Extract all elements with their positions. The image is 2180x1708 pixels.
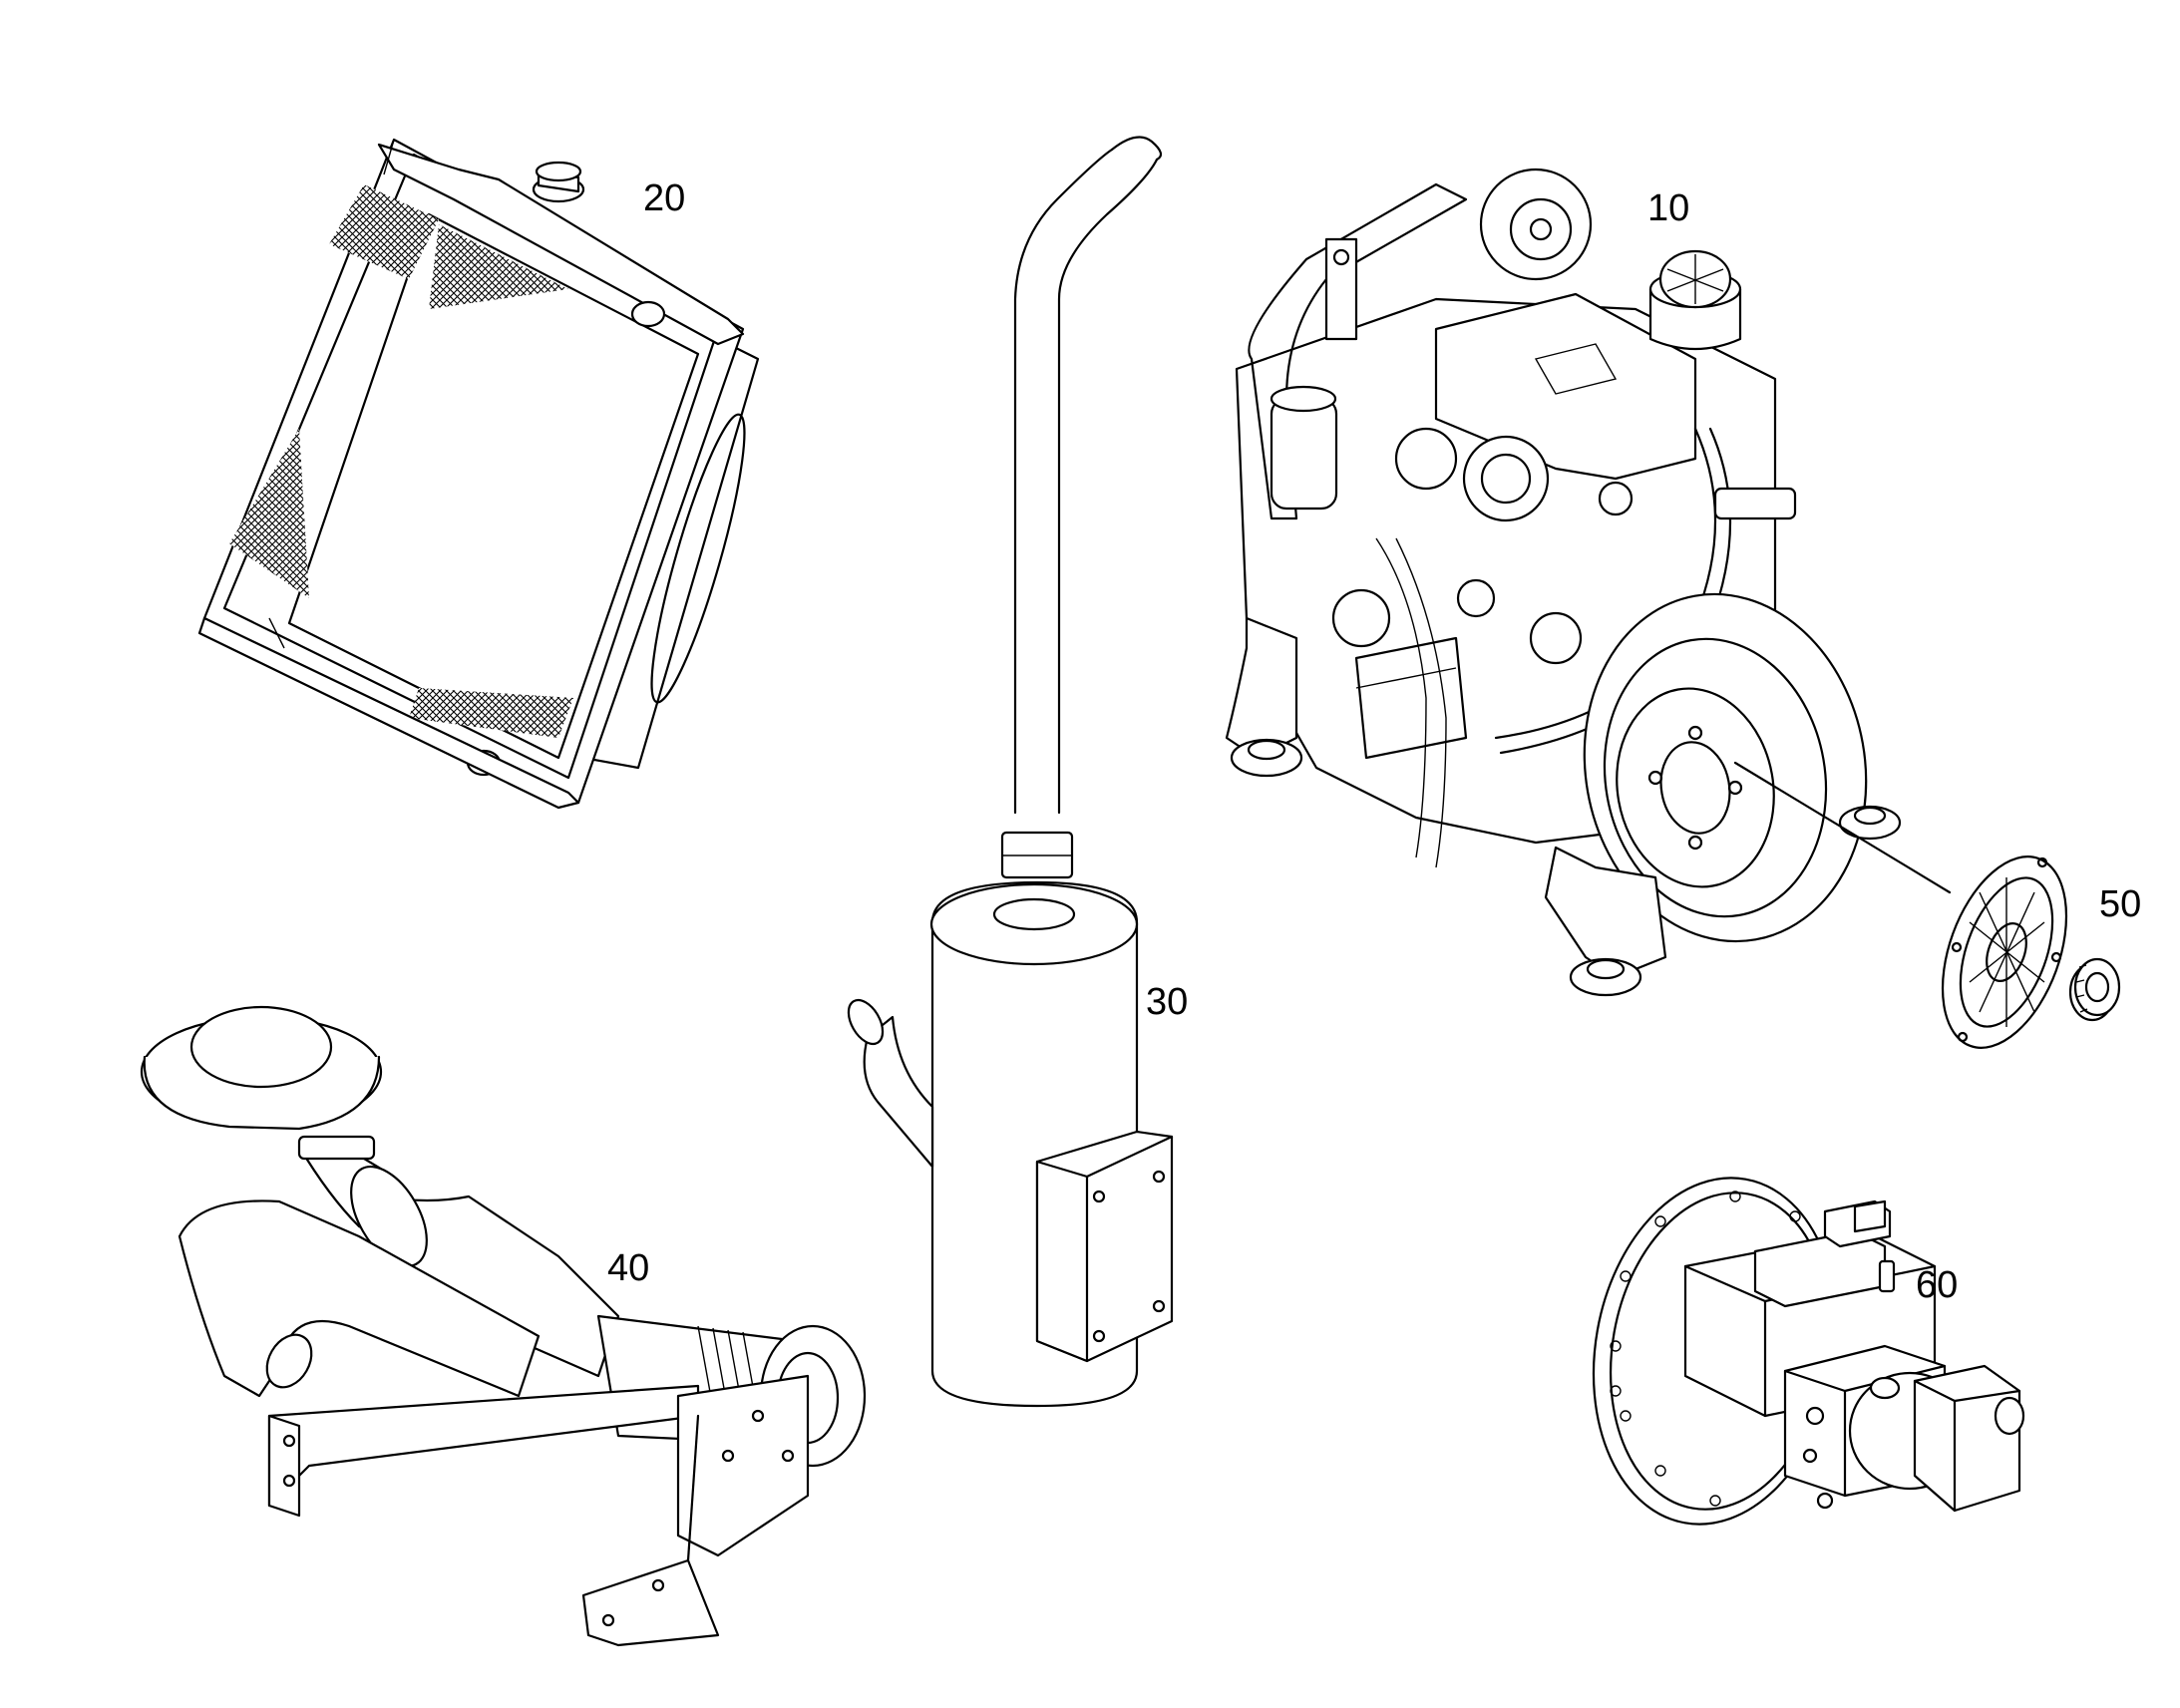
callout-engine: 10 — [1647, 187, 1690, 229]
callout-air-intake: 40 — [607, 1247, 650, 1289]
callout-muffler: 30 — [1146, 981, 1189, 1023]
radiator-drawing — [197, 138, 760, 810]
hydraulic-pump-drawing — [1592, 1177, 2025, 1526]
air-intake-drawing — [140, 1005, 867, 1647]
engine-drawing — [1225, 168, 1952, 997]
callout-flex-coupling: 50 — [2099, 883, 2142, 925]
callout-hydraulic-pump: 60 — [1916, 1264, 1959, 1306]
muffler-drawing — [847, 136, 1174, 1408]
flex-coupling-drawing — [1941, 855, 2121, 1049]
callout-radiator: 20 — [643, 177, 686, 219]
